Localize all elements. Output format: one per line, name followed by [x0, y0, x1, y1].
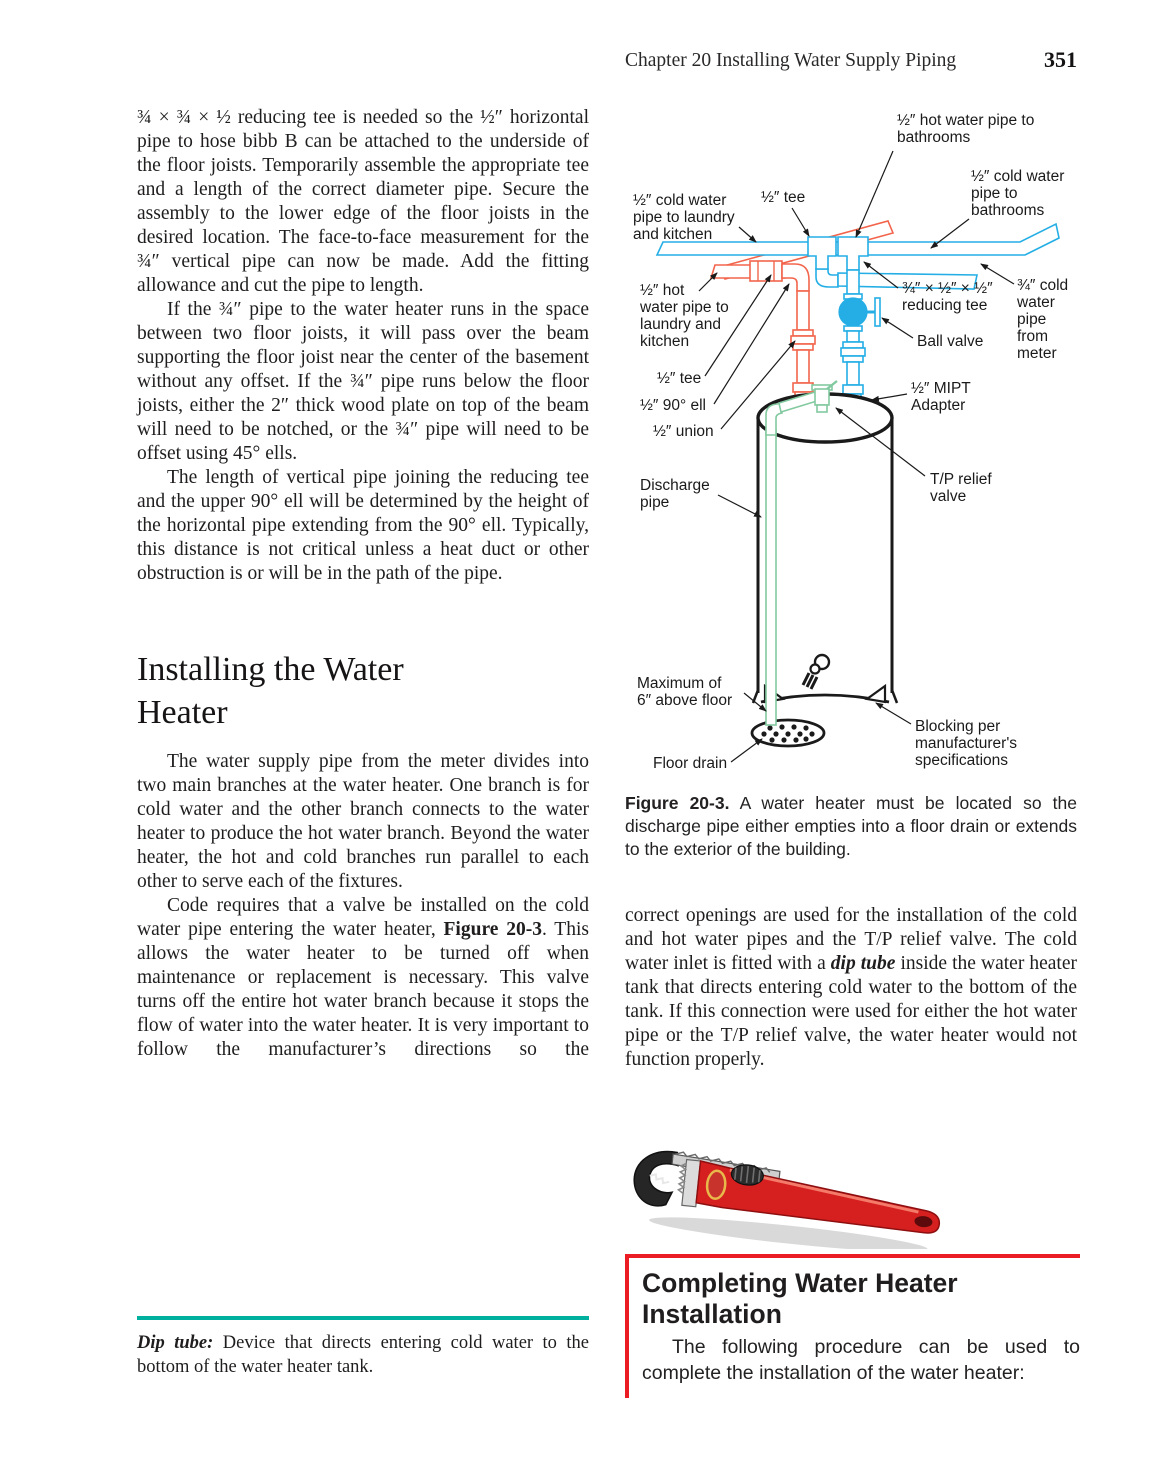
body-paragraph: correct openings are used for the instal…: [625, 904, 1077, 1072]
paragraph-text: . This allows the water heater to be tur…: [137, 919, 589, 1060]
wrench-hang-hole: [914, 1216, 933, 1228]
wrench-heel-jaw: [681, 1158, 702, 1208]
tee-left-arrow: [704, 274, 772, 377]
tp-valve-lever: [826, 380, 838, 390]
floor-drain-label: Floor drain: [653, 755, 727, 772]
cold-drop-assembly: [838, 269, 881, 409]
cold-pipe-from-meter: [837, 272, 978, 290]
paragraph-text: inside the water heater tank that direct…: [625, 953, 1077, 1070]
ball-valve-arrow: [881, 317, 914, 339]
blocking-arrow: [875, 702, 912, 725]
definition-term: Dip tube:: [137, 1333, 214, 1353]
discharge-pipe: [765, 429, 777, 726]
hot-to-laundry-arrow: [698, 272, 718, 292]
section-heading: Installing the Water Heater: [137, 651, 404, 731]
left-column: ¾ × ¾ × ½ reducing tee is needed so the …: [137, 106, 589, 1062]
hot-coupling: [749, 260, 783, 282]
cold-tee-2-reducing: [837, 236, 869, 271]
drain-valve: [801, 653, 831, 690]
pipe-wrench-photo: [633, 1150, 941, 1249]
ell-left-label: ½″ 90° ell: [640, 397, 706, 414]
running-head: Chapter 20 Installing Water Supply Pipin…: [625, 50, 957, 71]
paragraph-text: correct openings are used for the instal…: [625, 905, 1077, 974]
cold-to-laundry-arrow: [738, 226, 757, 243]
body-paragraph: Code requires that a valve be installed …: [137, 894, 589, 1062]
hot-branch-assembly: [709, 260, 816, 408]
figure-caption: Figure 20-3. A water heater must be loca…: [625, 792, 1077, 861]
tp-relief-valve: [814, 388, 830, 406]
ball-valve-body: [838, 297, 868, 327]
cold-elbow: [815, 268, 839, 288]
body-paragraph: The length of vertical pipe joining the …: [137, 467, 589, 584]
right-column: correct openings are used for the instal…: [625, 904, 1077, 1072]
definition-text: Dip tube: Device that directs entering c…: [137, 1331, 589, 1379]
body-paragraph: If the ¾″ pipe to the water heater runs …: [137, 299, 589, 464]
page-header: Chapter 20 Installing Water Supply Pipin…: [625, 47, 1077, 72]
wrench-shadow: [649, 1217, 928, 1249]
blocking-right: [864, 683, 887, 704]
caption-text: A water heater must be located so the di…: [625, 793, 1077, 859]
body-paragraph: The water supply pipe from the meter div…: [137, 751, 589, 892]
hot-90-ell: [781, 263, 810, 292]
completing-installation-section: Completing Water Heater Installation The…: [625, 1254, 1080, 1398]
mipt-adapter-arrow: [871, 393, 908, 402]
cold-union: [842, 341, 864, 349]
page-number: 351: [1044, 47, 1077, 72]
cold-tee-1: [807, 236, 837, 270]
ball-valve-label: Ball valve: [917, 333, 983, 350]
floor-drain: [750, 718, 826, 748]
ball-valve-handle: [874, 297, 881, 327]
cold-to-bathrooms-arrow: [930, 218, 970, 249]
mipt-adapter-fitting: [842, 384, 864, 395]
hot-union: [792, 329, 814, 337]
paragraph-text: Code requires that a valve be installed …: [137, 895, 589, 940]
wrench-hook-jaw: [633, 1150, 679, 1207]
hot-to-bathrooms-arrow: [855, 150, 894, 238]
body-paragraph: ¾ × ¾ × ½ reducing tee is needed so the …: [137, 107, 589, 296]
water-heater-tank: [751, 392, 899, 704]
hot-tank-fitting: [792, 382, 814, 393]
ell-left-arrow: [713, 283, 790, 405]
figure-reference: Figure 20-3: [443, 919, 542, 940]
section-heading: Completing Water Heater Installation: [642, 1268, 958, 1329]
tee-top-label: ½″ tee: [761, 189, 805, 206]
union-left-arrow: [720, 340, 796, 430]
max-floor-arrow: [743, 692, 767, 712]
discharge-assembly: [765, 380, 838, 726]
cold-main-pipe: [655, 222, 1060, 256]
glossary-term: dip tube: [830, 953, 896, 974]
floor-drain-arrow: [730, 738, 763, 763]
body-paragraph: The following procedure can be used to c…: [642, 1336, 1080, 1384]
definition-body: Device that directs entering cold water …: [137, 1333, 589, 1377]
teal-divider: [137, 1316, 589, 1320]
reducing-tee-label: ¾″ × ½″ × ½″reducing tee: [902, 280, 993, 314]
tee-top-arrow: [791, 207, 810, 237]
discharge-arrow: [717, 494, 762, 518]
glossary-footnote: Dip tube: Device that directs entering c…: [137, 1316, 589, 1379]
cold-from-meter-arrow: [980, 263, 1015, 285]
reducing-tee-arrow: [863, 261, 899, 289]
caption-number: Figure 20-3.: [625, 793, 730, 813]
tp-relief-arrow: [835, 407, 926, 477]
union-left-label: ½″ union: [653, 423, 714, 440]
tee-left-label: ½″ tee: [657, 370, 701, 387]
wrench-logo: [705, 1169, 727, 1200]
